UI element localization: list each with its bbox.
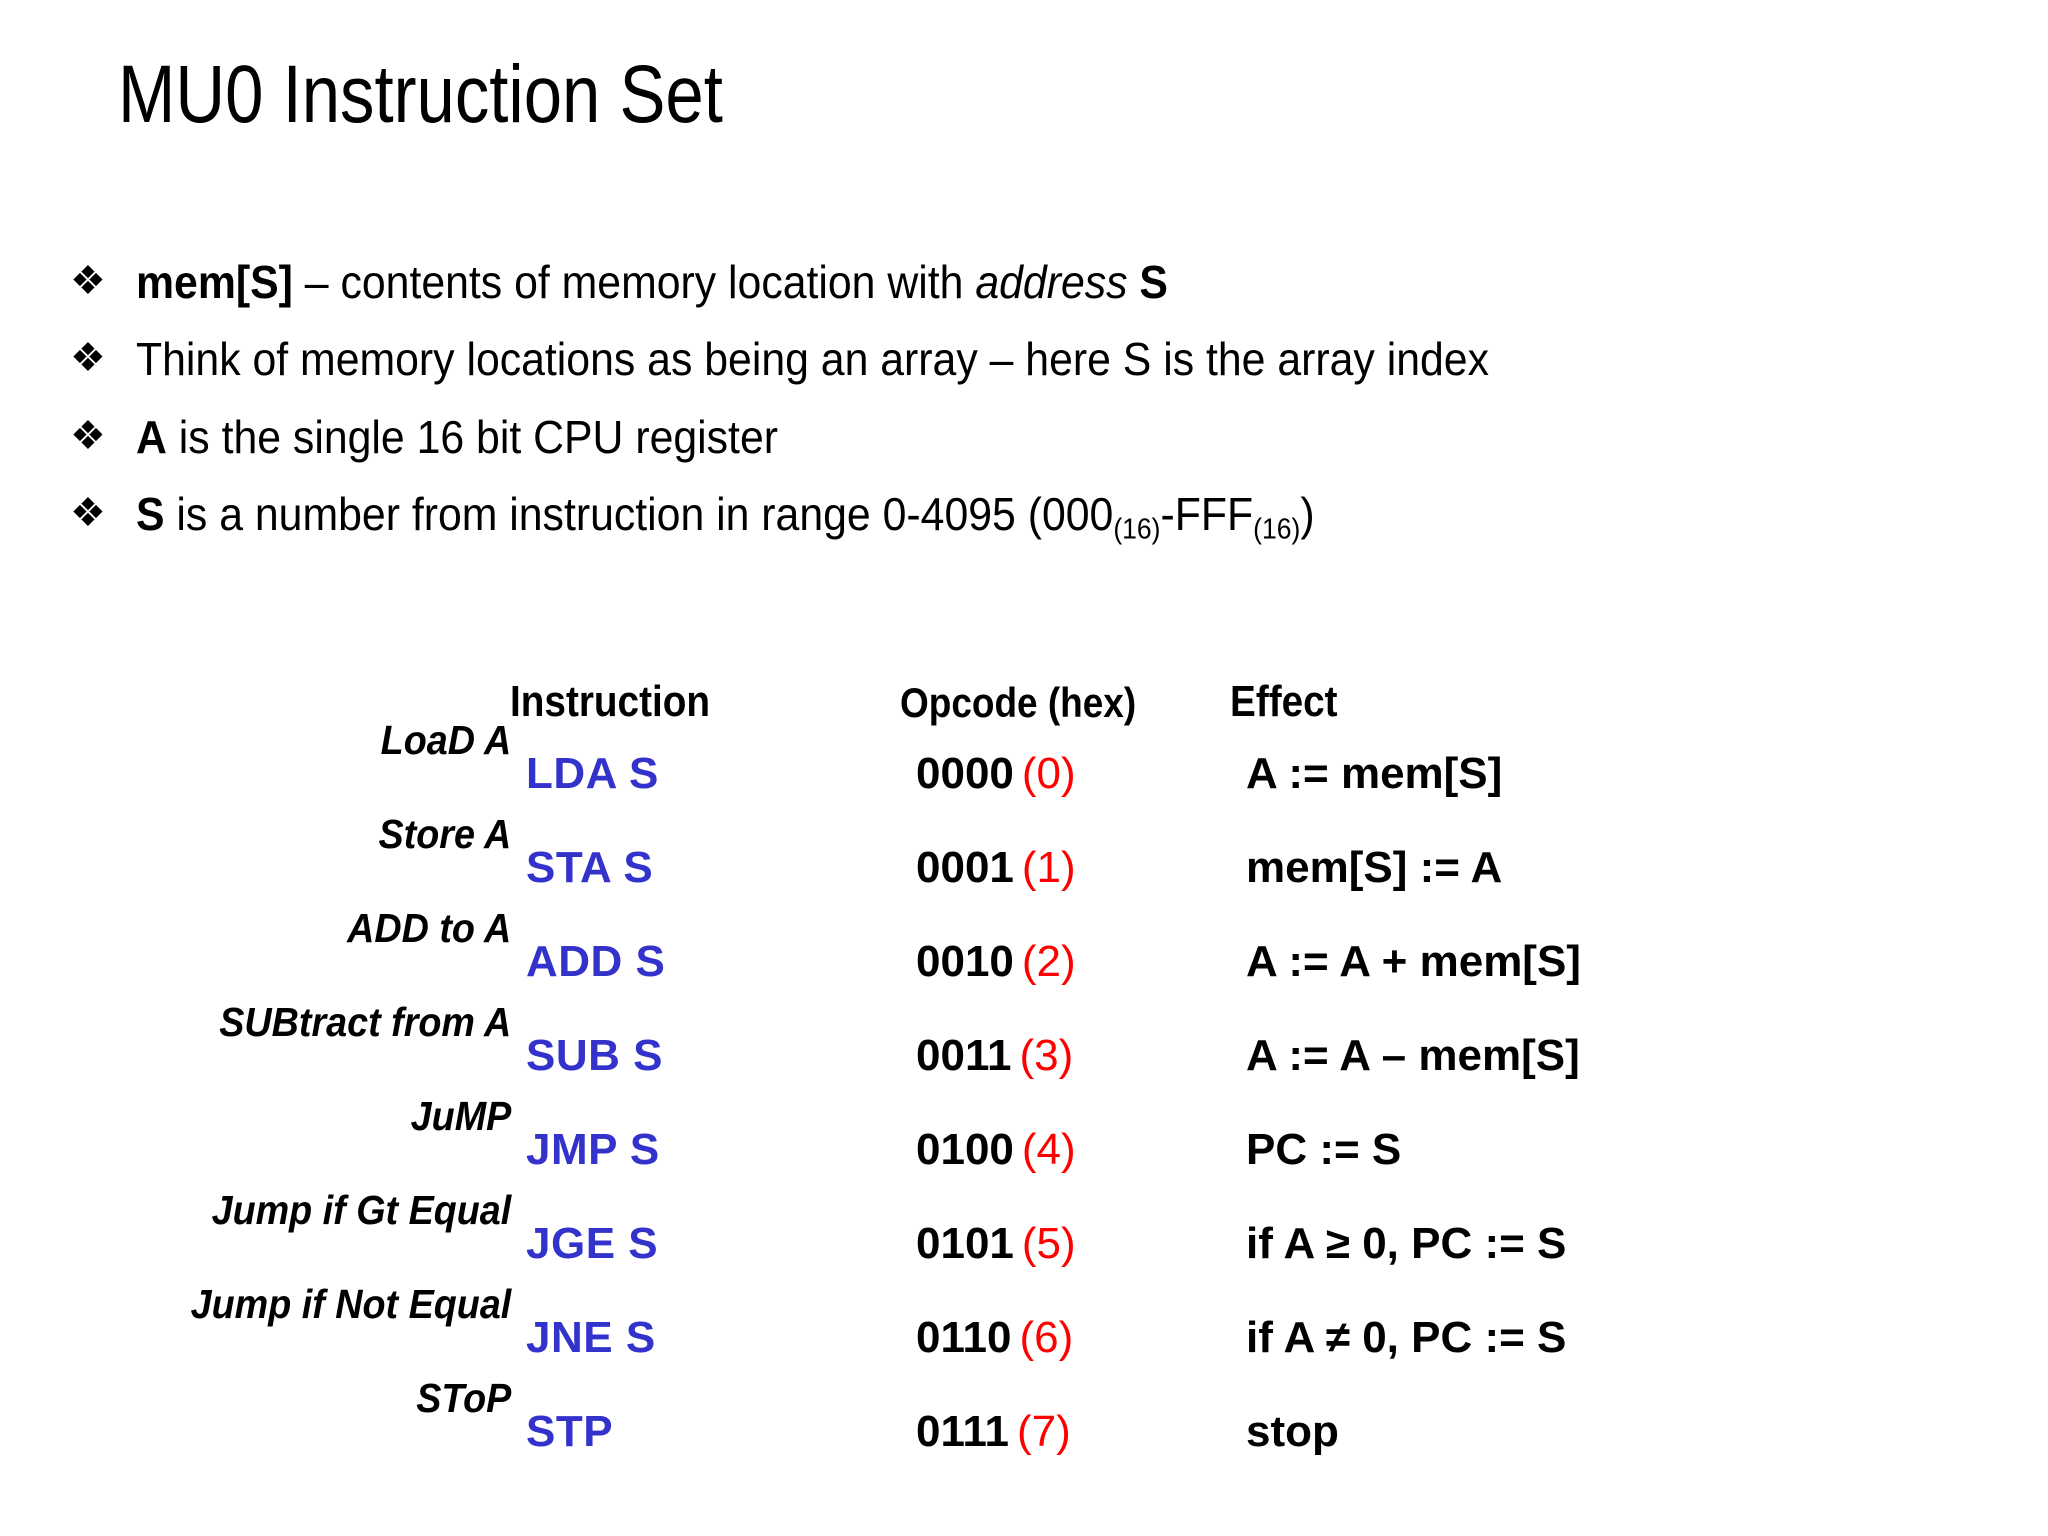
- cell-instruction: JGE S: [526, 1219, 659, 1268]
- cell-description: LoaD A: [380, 716, 512, 763]
- cell-instruction: ADD S: [526, 937, 666, 986]
- bullet-item-mem-definition: ❖ mem[S] – contents of memory location wi…: [70, 255, 1990, 309]
- cell-description: ADD to A: [347, 904, 512, 951]
- bullet-item-label: S is a number from instruction in range …: [136, 487, 1315, 547]
- bullet-text-fragment: ): [1300, 487, 1315, 540]
- cell-description: Jump if Not Equal: [190, 1280, 512, 1327]
- bullet-text-fragment: [1128, 256, 1140, 308]
- cell-opcode: 0110(6): [916, 1313, 1246, 1363]
- bullet-text-fragment: is a number from instruction in range 0-…: [164, 487, 1114, 540]
- bullet-text-fragment: -FFF: [1160, 487, 1254, 540]
- opcode-decimal: (1): [1021, 843, 1076, 892]
- cell-effect: A := mem[S]: [1246, 749, 1503, 798]
- cell-effect: if A ≥ 0, PC := S: [1246, 1219, 1567, 1268]
- cell-instruction: STA S: [526, 843, 654, 892]
- instruction-set-table: Instruction Opcode (hex) Effect LoaD A LD…: [70, 665, 1950, 1479]
- cell-instruction: JMP S: [526, 1125, 660, 1174]
- bullet-list: ❖ mem[S] – contents of memory location wi…: [70, 255, 1990, 570]
- opcode-binary: 0001: [916, 843, 1014, 892]
- opcode-decimal: (6): [1019, 1313, 1074, 1362]
- bullet-text-fragment: (16): [1253, 513, 1301, 546]
- bullet-item-label: Think of memory locations as being an ar…: [136, 332, 1489, 386]
- cell-opcode: 0011(3): [916, 1031, 1246, 1081]
- cell-opcode: 0000(0): [916, 749, 1246, 799]
- bullet-text-fragment: is the single 16 bit CPU register: [166, 410, 778, 463]
- table-header-row: Instruction Opcode (hex) Effect: [70, 665, 1950, 727]
- bullet-text-fragment: S: [1139, 256, 1168, 308]
- cell-description: SUBtract from A: [219, 998, 512, 1045]
- opcode-binary: 0010: [916, 937, 1014, 986]
- diamond-bullet-icon: ❖: [70, 259, 106, 303]
- cell-instruction: STP: [526, 1407, 614, 1456]
- bullet-item-range-s: ❖ S is a number from instruction in range…: [70, 487, 1990, 547]
- diamond-bullet-icon: ❖: [70, 490, 106, 535]
- cell-effect: A := A – mem[S]: [1246, 1031, 1580, 1080]
- cell-instruction: SUB S: [526, 1031, 663, 1080]
- opcode-decimal: (7): [1017, 1407, 1071, 1456]
- opcode-decimal: (4): [1021, 1125, 1076, 1174]
- bullet-text-fragment: mem[S]: [136, 256, 293, 308]
- header-effect: Effect: [1230, 677, 1338, 726]
- cell-opcode: 0100(4): [916, 1125, 1246, 1175]
- bullet-item-label: mem[S] – contents of memory location wit…: [136, 255, 1168, 309]
- opcode-binary: 0110: [916, 1313, 1012, 1362]
- cell-description: JuMP: [410, 1092, 512, 1139]
- bullet-text-fragment: S: [136, 487, 165, 540]
- diamond-bullet-icon: ❖: [70, 413, 106, 458]
- cell-instruction: LDA S: [526, 749, 659, 798]
- opcode-binary: 0100: [916, 1125, 1014, 1174]
- cell-opcode: 0111(7): [916, 1407, 1246, 1457]
- bullet-text-fragment: – contents of memory location with: [292, 256, 976, 308]
- header-opcode: Opcode (hex): [900, 679, 1137, 726]
- cell-effect: if A ≠ 0, PC := S: [1246, 1313, 1567, 1362]
- header-instruction: Instruction: [510, 677, 711, 726]
- cell-instruction: JNE S: [526, 1313, 656, 1362]
- cell-opcode: 0101(5): [916, 1219, 1246, 1269]
- bullet-text-fragment: address: [975, 256, 1128, 308]
- opcode-decimal: (0): [1021, 749, 1076, 798]
- slide-title: MU0 Instruction Set: [118, 49, 723, 140]
- cell-effect: stop: [1246, 1407, 1339, 1456]
- cell-opcode: 0010(2): [916, 937, 1246, 987]
- cell-effect: PC := S: [1246, 1125, 1402, 1174]
- bullet-text-fragment: (16): [1113, 513, 1161, 546]
- cell-effect: mem[S] := A: [1246, 843, 1503, 892]
- bullet-item-label: A is the single 16 bit CPU register: [136, 410, 778, 464]
- opcode-decimal: (2): [1021, 937, 1076, 986]
- bullet-text-fragment: A: [136, 410, 167, 463]
- opcode-binary: 0101: [916, 1219, 1014, 1268]
- opcode-decimal: (5): [1021, 1219, 1076, 1268]
- cell-opcode: 0001(1): [916, 843, 1246, 893]
- diamond-bullet-icon: ❖: [70, 336, 106, 381]
- bullet-item-memory-array: ❖ Think of memory locations as being an a…: [70, 332, 1990, 386]
- bullet-item-register-a: ❖ A is the single 16 bit CPU register: [70, 410, 1990, 464]
- opcode-decimal: (3): [1019, 1031, 1074, 1080]
- opcode-binary: 0011: [916, 1031, 1012, 1080]
- cell-description: SToP: [416, 1374, 512, 1421]
- opcode-binary: 0000: [916, 749, 1014, 798]
- cell-description: Jump if Gt Equal: [211, 1186, 512, 1233]
- cell-effect: A := A + mem[S]: [1246, 937, 1581, 986]
- opcode-binary: 0111: [916, 1407, 1010, 1456]
- cell-description: Store A: [378, 810, 512, 857]
- bullet-text-fragment: Think of memory locations as being an ar…: [136, 333, 1489, 386]
